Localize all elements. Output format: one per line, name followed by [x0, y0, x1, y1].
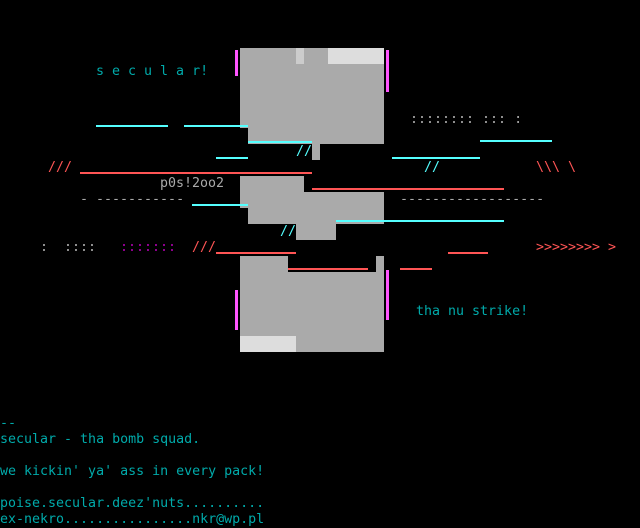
dash-right: ------------------	[400, 192, 545, 207]
cyan-line	[336, 220, 504, 222]
red-arrows: >>>>>>>> >	[536, 240, 617, 255]
red-line	[216, 252, 296, 254]
top-block-drip	[312, 144, 320, 160]
cyan-line	[216, 157, 248, 159]
footer-line: poise.secular.deez'nuts..........	[0, 496, 265, 511]
year-tag: p0s!2oo2	[160, 176, 225, 191]
red-backslashes: \\\ \	[536, 160, 577, 175]
group-title: s e c u l a r!	[96, 64, 209, 79]
cyan-slashes: //	[280, 224, 297, 239]
cyan-line	[184, 125, 248, 127]
cyan-slashes: //	[424, 160, 441, 175]
cyan-line	[392, 157, 480, 159]
red-slashes: ///	[48, 160, 73, 175]
dots-top-right: :::::::: ::: :	[410, 112, 523, 127]
bottom-block-top	[240, 256, 288, 272]
right-pink-bar	[386, 50, 389, 92]
left-pink-bar-bottom	[235, 290, 238, 330]
red-line	[80, 172, 312, 174]
footer-line: ex-nekro................nkr@wp.pl	[0, 512, 265, 527]
footer-line: we kickin' ya' ass in every pack!	[0, 464, 265, 479]
cyan-line	[192, 204, 248, 206]
cyan-line	[480, 140, 552, 142]
top-highlight	[328, 48, 384, 64]
cyan-slashes: //	[296, 144, 313, 159]
right-pink-bar-bottom	[386, 270, 389, 320]
signature-separator: --	[0, 416, 17, 431]
bottom-block-ear	[376, 256, 384, 272]
dots-left-magenta: :::::::	[120, 240, 177, 255]
red-line	[312, 188, 504, 190]
cyan-line	[96, 125, 168, 127]
footer-line: secular - tha bomb squad.	[0, 432, 201, 447]
mid-block-3	[296, 224, 336, 240]
red-line	[448, 252, 488, 254]
dots-left-gray: : ::::	[40, 240, 97, 255]
top-block-step	[248, 128, 384, 144]
red-line	[400, 268, 432, 270]
red-line	[288, 268, 368, 270]
red-slashes: ///	[192, 240, 217, 255]
top-highlight-2	[296, 48, 304, 64]
bottom-highlight	[240, 336, 296, 352]
mid-block-2	[248, 192, 384, 224]
dash-left: - -----------	[80, 192, 185, 207]
slogan: tha nu strike!	[416, 304, 529, 319]
cyan-line	[248, 141, 312, 143]
left-pink-bar	[235, 50, 238, 76]
